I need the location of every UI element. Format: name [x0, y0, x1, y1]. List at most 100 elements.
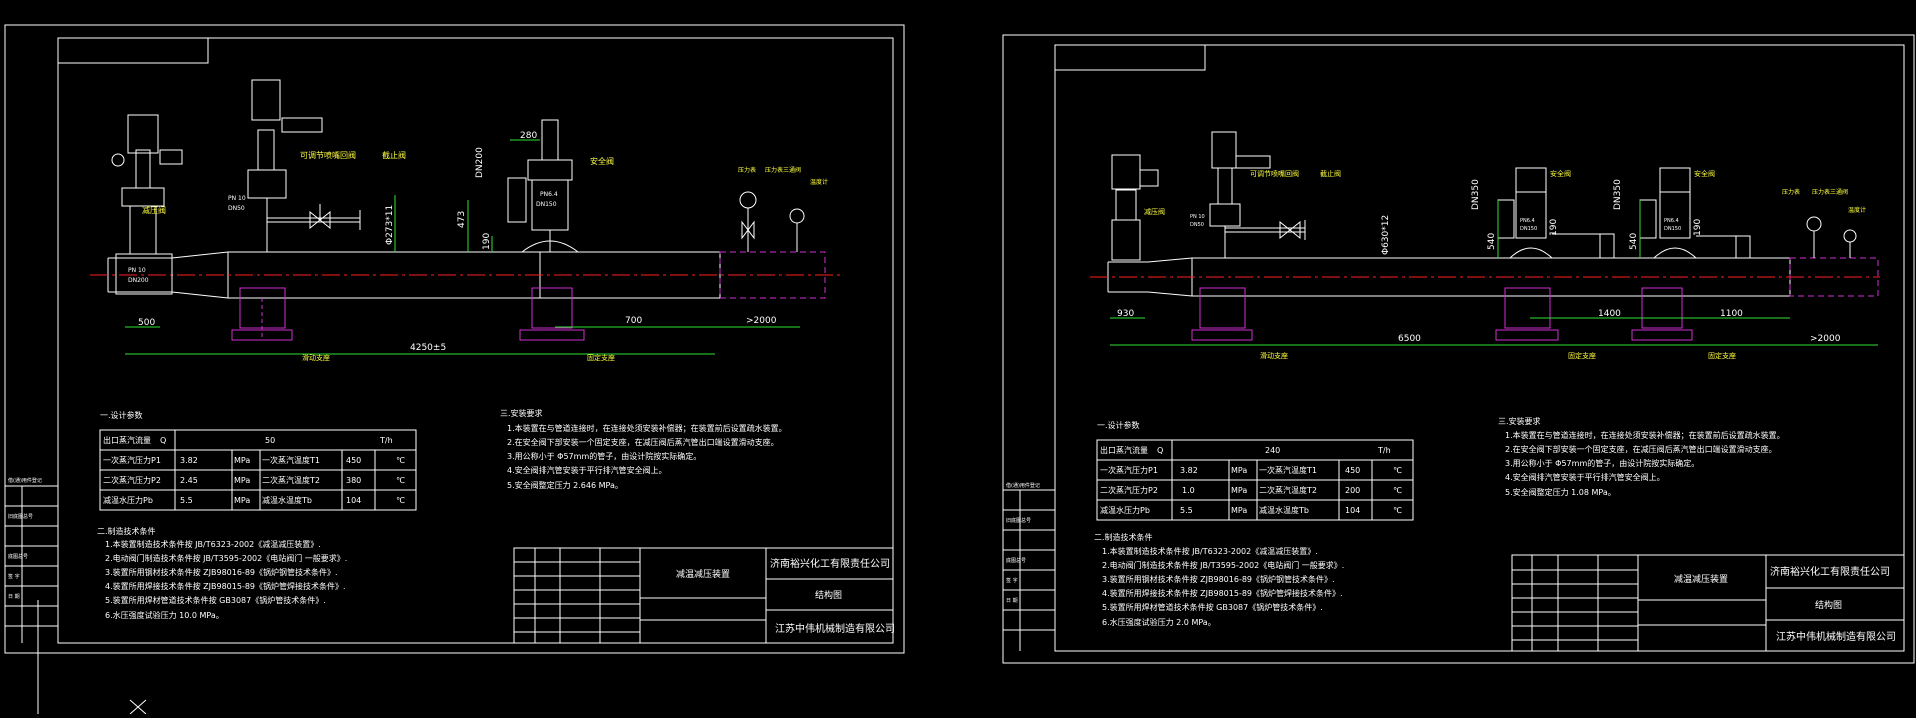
r-dim-540b: 540 [1629, 233, 1639, 250]
rp-r0-c3: 240 [1265, 446, 1280, 455]
r-dim-1400: 1400 [1598, 309, 1621, 319]
r-label-dn-s2: DN150 [1664, 226, 1681, 232]
right-side-table [1003, 489, 1055, 651]
label-pn-safety: PN6.4 [540, 191, 558, 198]
left-dim-text: 500 4250±5 700 >2000 473 190 280 DN200 Φ… [138, 131, 777, 353]
lp-r3-c3: 减温水温度Tb [262, 495, 312, 505]
dim-dn200: DN200 [475, 147, 485, 178]
dim-473: 473 [457, 211, 467, 228]
left-side-3: 底图总号 [8, 553, 28, 560]
rp-r0-c0: 出口蒸汽流量 [1100, 445, 1148, 455]
right-drawing-sheet [1002, 34, 1915, 664]
left-side-1: 借(通)用件登记 [8, 477, 42, 484]
right-side-4: 签 字 [1006, 577, 1018, 584]
left-dimensions [125, 139, 800, 355]
rp-r3-c5: ℃ [1393, 506, 1402, 515]
right-stop-valve [1279, 220, 1306, 240]
rp-r2-c3: 二次蒸汽温度T2 [1259, 485, 1317, 495]
left-install-line-4: 4.安全阀排汽管安装于平行排汽管安全阀上。 [507, 465, 667, 475]
r-dim-190a: 190 [1549, 219, 1559, 236]
r-dim-1100: 1100 [1720, 309, 1743, 319]
r-label-temp-gauge: 温度计 [1848, 206, 1866, 214]
label-sliding-support: 滑动支座 [302, 353, 330, 362]
rp-r1-c5: ℃ [1393, 466, 1402, 475]
lp-r1-c2: MPa [234, 456, 250, 465]
lp-r3-c0: 减温水压力Pb [103, 495, 153, 505]
dim-700: 700 [625, 316, 642, 326]
rp-r1-c1: 3.82 [1180, 466, 1198, 475]
lp-r1-c3: 一次蒸汽温度T1 [262, 455, 320, 465]
label-thermometer: 压力表 [738, 166, 756, 174]
left-outer-frame [4, 24, 905, 654]
lp-r2-c4: 380 [346, 476, 361, 485]
r-label-gauge-b: 压力表三通阀 [1812, 188, 1848, 196]
r-dim-dn350b: DN350 [1613, 179, 1623, 210]
r-label-pn-s1: PN6.4 [1520, 218, 1535, 224]
lp-r3-c5: ℃ [396, 496, 405, 505]
dim-280: 280 [520, 131, 537, 141]
right-tech-line-2: 2.电动阀门制造技术条件按 JB/T3595-2002《电站阀门 一般要求》. [1102, 560, 1344, 570]
lp-r0-c3: 50 [265, 436, 275, 445]
r-label-safety-valve-1: 安全阀 [1550, 169, 1571, 178]
rp-r0-c5: T/h [1377, 446, 1391, 455]
lp-r3-c1: 5.5 [180, 496, 193, 505]
lp-r1-c5: ℃ [396, 456, 405, 465]
right-annotations: 减压阀 可调节喷嘴回阀 截止阀 安全阀 安全阀 PN 10 DN50 PN6.4… [1144, 169, 1866, 360]
left-fixed-support [519, 287, 585, 341]
rp-r3-c3: 减温水温度Tb [1259, 505, 1309, 515]
right-regulating-valve [1209, 131, 1305, 258]
left-install-title: 三.安装要求 [500, 408, 543, 418]
right-safety-valve-1 [1497, 167, 1615, 259]
right-params-title: 一.设计参数 [1097, 420, 1140, 430]
r-label-fixed-support-2: 固定支座 [1708, 351, 1736, 360]
left-tech-title: 二.制造技术条件 [97, 526, 156, 536]
label-fixed-support: 固定支座 [587, 353, 615, 362]
right-tech-title: 二.制造技术条件 [1094, 532, 1153, 542]
left-tech-line-3: 3.装置所用钢材技术条件按 ZJB98016-89《锅炉钢管技术条件》. [105, 567, 338, 577]
left-tech-line-6: 6.水压强度试验压力 10.0 MPa。 [105, 610, 224, 620]
right-install-line-3: 3.用公称小于 Φ57mm的管子，由设计院按实际确定。 [1505, 458, 1699, 468]
r-dim-930: 930 [1117, 309, 1134, 319]
right-tech-line-5: 5.装置所用焊材管道技术条件按 GB3087《锅炉管技术条件》. [1102, 602, 1323, 612]
right-design-params: 一.设计参数 出口蒸汽流量 Q 240 T/h 一次蒸汽压力P1 3.82 MP… [1096, 420, 1414, 521]
right-install-line-2: 2.在安全阀下部安装一个固定支座，在减压阀后蒸汽管出口端设置滑动支座。 [1505, 444, 1777, 454]
r-label-reducing-valve: 减压阀 [1144, 207, 1165, 216]
right-side-1: 借(通)用件登记 [1006, 482, 1040, 489]
right-title-block [1511, 554, 1905, 652]
rp-r3-c2: MPa [1231, 506, 1247, 515]
lp-r1-c1: 3.82 [180, 456, 198, 465]
right-outer-frame [1002, 34, 1915, 664]
lp-r1-c4: 450 [346, 456, 361, 465]
label-dn-safety: DN150 [536, 201, 557, 208]
left-side-2: 旧底图总号 [8, 513, 33, 520]
dim-500: 500 [138, 318, 155, 328]
right-drawing-name: 减温减压装置 [1674, 573, 1728, 585]
right-tech-reqs: 二.制造技术条件 1.本装置制造技术条件按 JB/T6323-2002《减温减压… [1094, 532, 1344, 627]
left-title-block [513, 547, 894, 644]
r-dim-2000: >2000 [1810, 334, 1841, 344]
lp-r0-c1: Q [160, 436, 166, 445]
left-install-line-2: 2.在安全阀下部安装一个固定支座，在减压阀后蒸汽管出口端设置滑动支座。 [507, 437, 779, 447]
right-maker: 江苏中伟机械制造有限公司 [1776, 630, 1896, 643]
left-install-line-5: 5.安全阀整定压力 2.646 MPa。 [507, 480, 623, 490]
left-maker: 江苏中伟机械制造有限公司 [775, 622, 895, 635]
label-pn-mid: PN 10 [228, 195, 246, 202]
rp-r1-c4: 450 [1345, 466, 1360, 475]
lp-r3-c2: MPa [234, 496, 250, 505]
label-pn-left: PN 10 [128, 267, 146, 274]
left-tech-reqs: 二.制造技术条件 1.本装置制造技术条件按 JB/T6323-2002《减温减压… [97, 526, 347, 620]
r-dim-190b: 190 [1693, 219, 1703, 236]
r-label-regulating-valve: 可调节喷嘴回阀 [1250, 169, 1299, 178]
right-corner-box [1054, 44, 1206, 71]
lp-r2-c2: MPa [234, 476, 250, 485]
dim-190: 190 [482, 233, 492, 250]
left-corner-box [57, 37, 209, 64]
rp-r2-c2: MPa [1231, 486, 1247, 495]
right-drawing-type: 结构图 [1815, 599, 1842, 611]
right-title-text: 济南裕兴化工有限责任公司 减温减压装置 结构图 江苏中伟机械制造有限公司 [1674, 565, 1896, 643]
r-dim-6500: 6500 [1398, 334, 1421, 344]
r-dim-phi630: Φ630*12 [1381, 215, 1391, 255]
left-side-table [5, 485, 58, 643]
